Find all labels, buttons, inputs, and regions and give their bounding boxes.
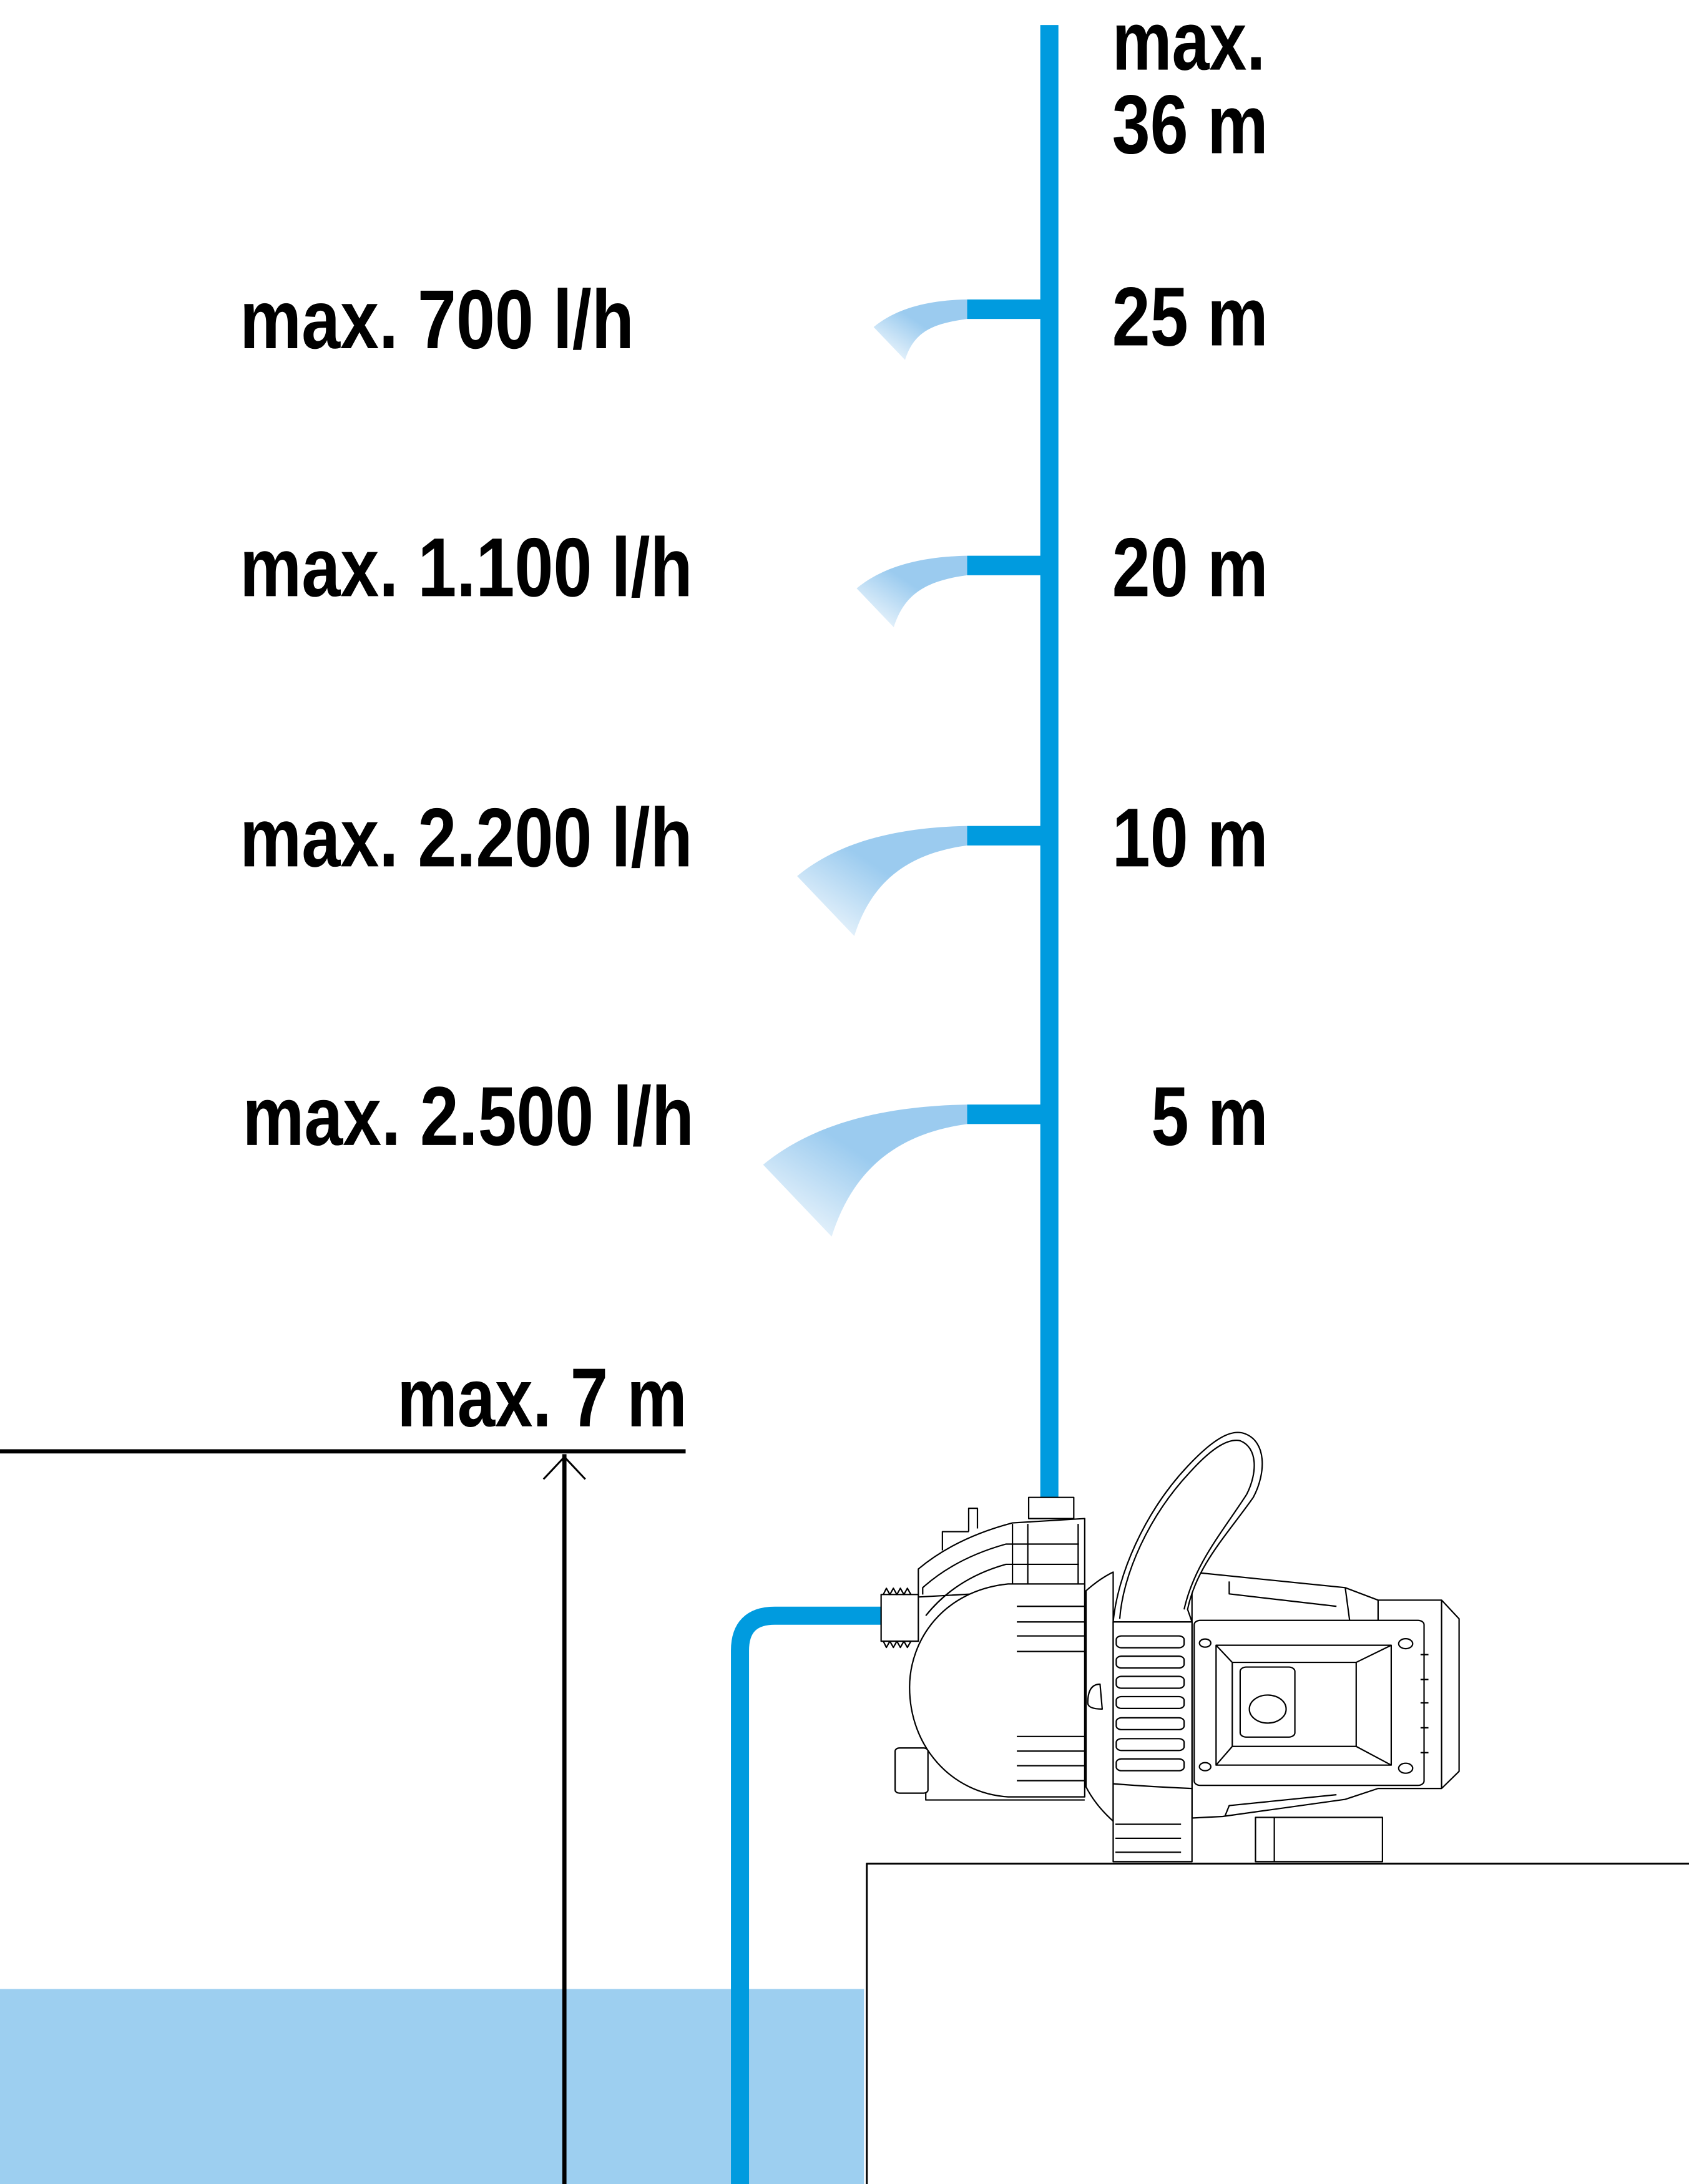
- outlet-branch-1: [967, 555, 1045, 575]
- flow-label-2500: max. 2.500 l/h: [242, 1070, 693, 1163]
- pump-switch: [1240, 1667, 1295, 1737]
- water-spray-3: [763, 1104, 967, 1237]
- water-reservoir: [0, 1989, 864, 2184]
- flow-label-700: max. 700 l/h: [240, 273, 634, 366]
- garden-pump: [881, 1433, 1459, 1862]
- platform: [867, 1864, 1689, 2184]
- max-suction-label: max. 7 m: [397, 1352, 687, 1445]
- head-label-20m: 20 m: [1112, 521, 1268, 614]
- outlet-branch-0: [967, 299, 1045, 319]
- head-label-10m: 10 m: [1112, 791, 1268, 884]
- head-label-5m: 5 m: [1151, 1070, 1268, 1163]
- pump-inlet-thread: [881, 1594, 919, 1641]
- water-spray-1: [856, 555, 967, 628]
- max-head-label-line2: 36 m: [1112, 79, 1268, 172]
- pump-foot: [1255, 1818, 1382, 1862]
- suction-height-arrowhead: [544, 1457, 585, 1480]
- outlet-branch-2: [967, 826, 1045, 846]
- water-spray-2: [797, 826, 967, 936]
- flow-label-1100: max. 1.100 l/h: [240, 521, 693, 614]
- pump-housing: [909, 1584, 1085, 1796]
- max-head-label-line1: max.: [1112, 0, 1266, 88]
- outlet-branches: [763, 299, 1045, 1237]
- pump-handle: [1113, 1433, 1262, 1622]
- outlet-branch-3: [967, 1104, 1045, 1124]
- head-label-25m: 25 m: [1112, 271, 1268, 364]
- suction-hose: [731, 1606, 884, 2184]
- water-spray-0: [873, 299, 967, 360]
- pump-outlet: [1029, 1498, 1074, 1519]
- flow-label-2200: max. 2.200 l/h: [240, 791, 693, 884]
